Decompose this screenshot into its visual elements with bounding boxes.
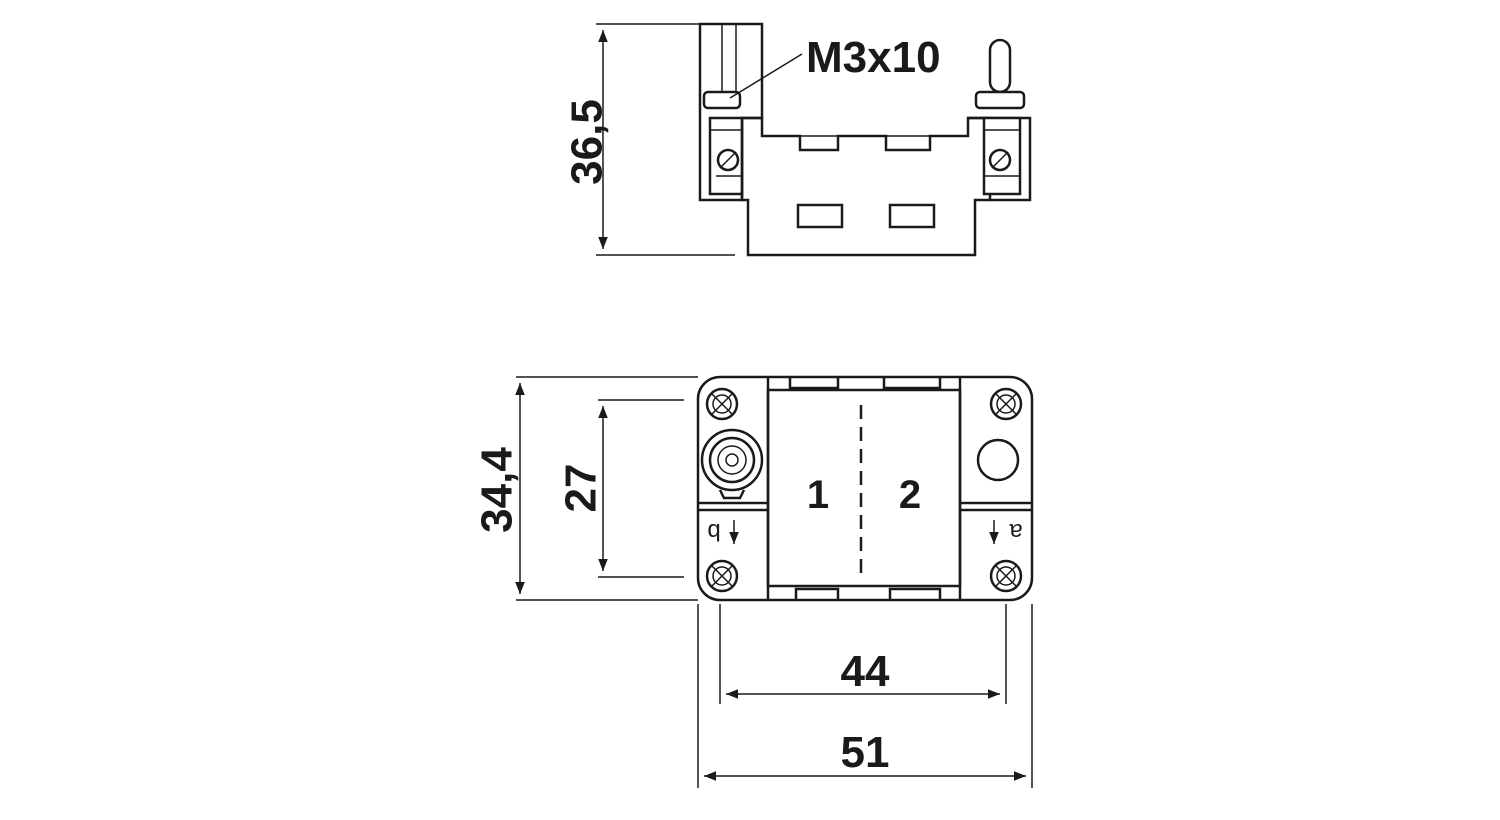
side-view: 36,5 M3x10 xyxy=(563,22,1032,257)
main-body xyxy=(740,116,992,257)
guide-pin xyxy=(988,38,1012,94)
body-window-right xyxy=(888,203,936,229)
top-view: 1 2 xyxy=(473,375,1034,788)
contact-label-1: 1 xyxy=(807,473,829,517)
dim-label-width-total: 51 xyxy=(841,728,890,777)
screw-slot xyxy=(991,151,1009,169)
screw-slot xyxy=(719,151,737,169)
dim-label-height-total: 34,4 xyxy=(473,447,522,533)
insert-tab xyxy=(788,377,840,390)
contact-label-2: 2 xyxy=(899,473,921,517)
screw-leader-line xyxy=(729,53,803,99)
screw-label: M3x10 xyxy=(806,33,941,82)
guide-pin-icon xyxy=(700,428,764,500)
insert-tab xyxy=(882,377,942,390)
body-window-left xyxy=(796,203,844,229)
insert-body xyxy=(766,388,962,588)
insert-tab xyxy=(888,587,942,600)
insert-tab xyxy=(794,587,840,600)
outer-frame xyxy=(696,375,1034,602)
dim-label-height-inner: 27 xyxy=(557,464,606,513)
corner-screw-icon xyxy=(989,559,1023,593)
corner-screw-icon xyxy=(705,387,739,421)
corner-screw-icon xyxy=(989,387,1023,421)
marker-label-b: b xyxy=(707,518,720,545)
dim-label-height-side: 36,5 xyxy=(563,99,612,185)
corner-screw-icon xyxy=(705,559,739,593)
screw-head xyxy=(974,90,1026,110)
guide-hole-icon xyxy=(976,438,1020,482)
screw-head xyxy=(702,90,742,110)
dim-label-width-inner: 44 xyxy=(841,647,890,696)
marker-label-a: a xyxy=(1009,518,1023,545)
